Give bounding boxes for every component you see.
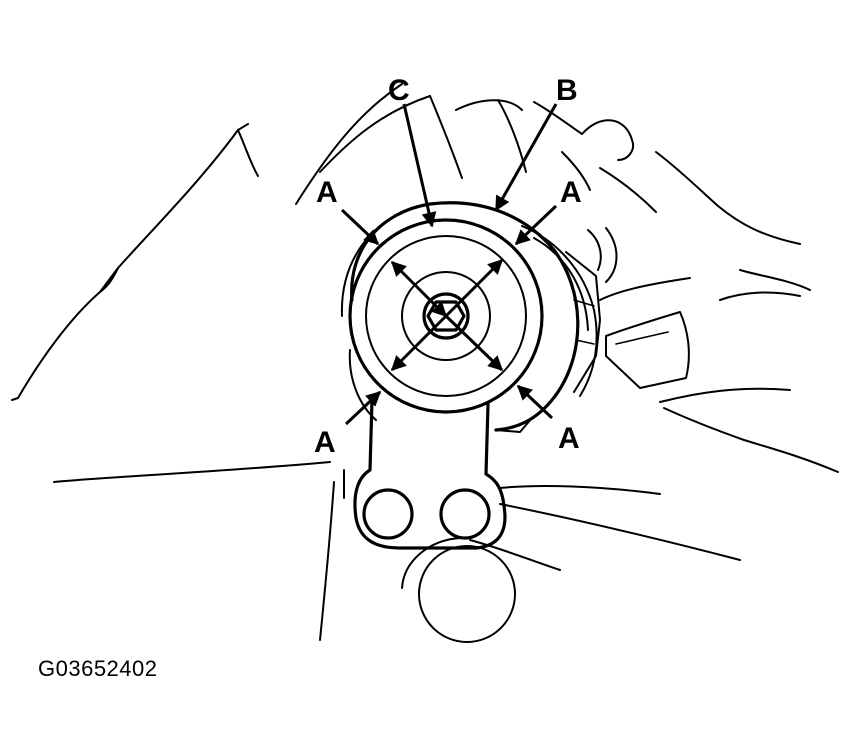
bushing-housing [340, 201, 601, 433]
label-a-bottom-left: A [314, 426, 336, 459]
callout-leaders [340, 103, 558, 426]
label-a-top-right: A [560, 176, 582, 209]
figure-id: G03652402 [38, 656, 158, 681]
label-b: B [556, 74, 578, 107]
label-c: C [388, 74, 410, 107]
rubber-bushing [348, 218, 544, 414]
mount-bracket [353, 398, 507, 550]
background-outline [11, 83, 839, 641]
label-a-top-left: A [316, 176, 338, 209]
radial-arrows [390, 258, 504, 372]
label-a-bottom-right: A [558, 422, 580, 455]
callout-labels: A A A A B C [314, 74, 582, 459]
lower-boss [401, 537, 516, 643]
